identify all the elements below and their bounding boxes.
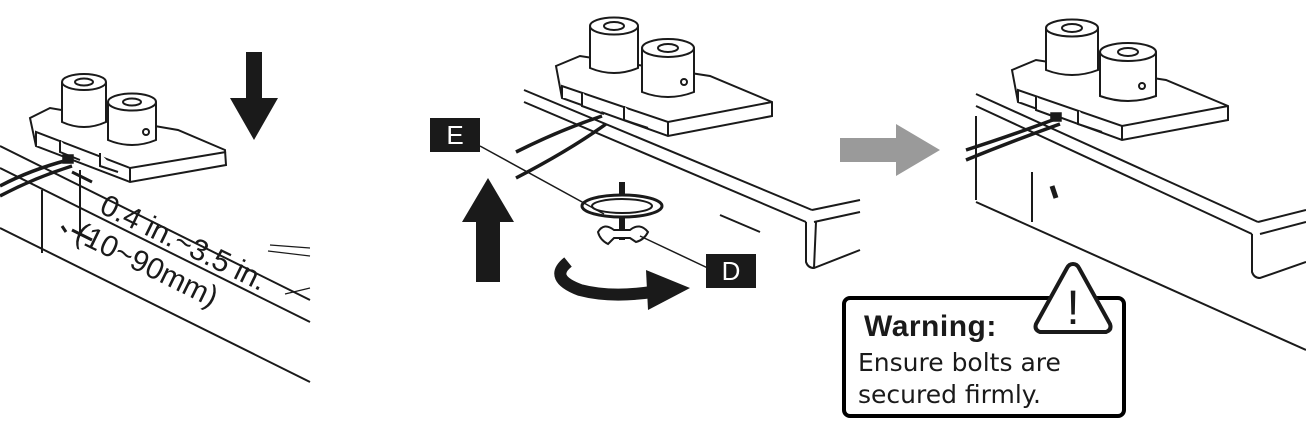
warning-symbol: ! [1066,282,1079,335]
rotate-arrow-icon [554,257,690,310]
label-d-text: D [722,256,741,286]
step2-cable [515,114,608,180]
step2-posts [589,16,695,98]
step3-panel [965,18,1306,351]
step3-posts [1045,18,1157,102]
wing-nut-icon [596,225,650,246]
step1-panel [0,73,311,383]
step2-bolt-assembly [580,182,664,246]
step1-cable [0,154,74,198]
leader-line-e [479,145,605,215]
label-e: E [430,118,480,152]
warning-title: Warning: [864,310,997,343]
warning-line-1: Ensure bolts are [858,348,1061,377]
warning-box: Warning: Ensure bolts are secured firmly… [842,262,1126,418]
step2-panel [479,16,861,271]
step3-cable [965,112,1062,162]
step3-desk [975,93,1306,351]
label-d: D [706,254,756,288]
warning-line-2: secured firmly. [858,380,1041,409]
step1-range-labels: 0.4 in.~3.5 in. (10~90mm) [70,189,272,314]
next-step-arrow [840,124,940,176]
step1-posts [61,73,157,146]
step1-down-arrow [230,52,278,140]
step1-dimension-bracket [60,170,93,242]
leader-line-d [639,235,713,271]
step2-up-arrow [462,178,514,282]
step2-desk [523,89,861,270]
label-e-text: E [446,120,463,150]
warning-triangle-icon: ! [1033,262,1113,335]
